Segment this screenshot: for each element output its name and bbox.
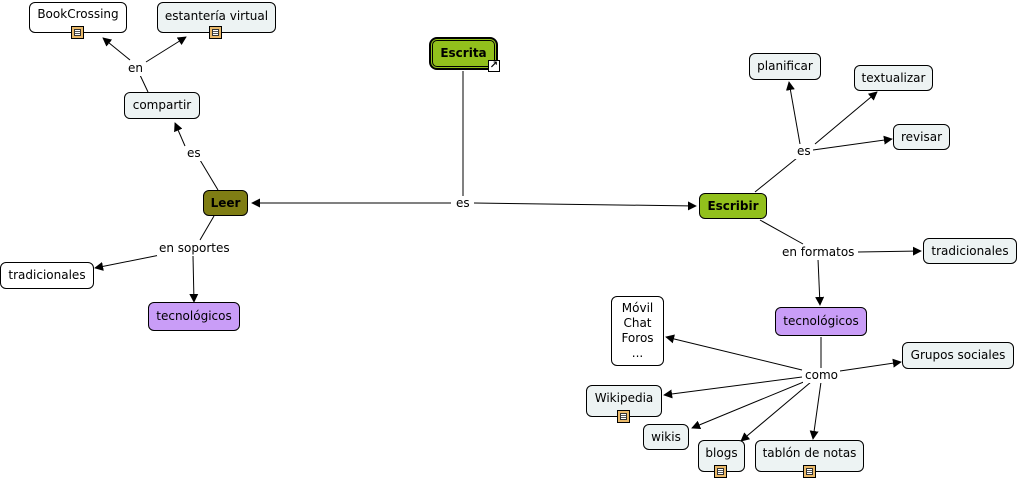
concept-wikis[interactable]: wikis — [643, 424, 689, 450]
concept-revisar-label: revisar — [900, 129, 943, 144]
concept-textualizar[interactable]: textualizar — [854, 65, 933, 91]
link-label-en-soportes: en soportes — [157, 241, 232, 256]
edge-leer-ensoportes — [199, 215, 215, 241]
concept-grupos-sociales[interactable]: Grupos sociales — [902, 342, 1014, 369]
concept-tecnologicos-right[interactable]: tecnológicos — [775, 307, 867, 336]
concept-escribir[interactable]: Escribir — [699, 193, 767, 219]
concept-wikipedia-label: Wikipedia — [594, 391, 654, 405]
concept-planificar-label: planificar — [757, 59, 813, 73]
mobile-list-item: Chat — [623, 316, 652, 330]
link-label-como: como — [803, 368, 840, 383]
concept-tablon-de-notas[interactable]: tablón de notas — [755, 440, 864, 472]
link-label-en-formatos: en formatos — [780, 245, 857, 260]
edge-es-textualizar — [814, 91, 878, 145]
edge-en-estanteria — [145, 36, 187, 63]
concept-tradicionales-left-label: tradicionales — [8, 268, 86, 282]
edge-compartir-en — [139, 74, 149, 93]
mobile-list-item: ... — [631, 346, 644, 360]
link-label-es-center: es — [454, 196, 472, 211]
document-resource-icon[interactable] — [71, 26, 84, 39]
edge-es-revisar — [812, 135, 893, 151]
concept-planificar[interactable]: planificar — [749, 53, 821, 80]
concept-estanteria-virtual-label: estantería virtual — [164, 9, 269, 23]
concept-bookcrossing-label: BookCrossing — [37, 7, 119, 21]
edge-enformatos-tecnologicos — [815, 258, 825, 306]
link-label-es-escribir: es — [795, 144, 813, 159]
concept-compartir-label: compartir — [132, 98, 192, 112]
concept-tablon-de-notas-label: tablón de notas — [762, 446, 857, 460]
edge-es-escribir — [473, 201, 697, 211]
mobile-list-item: Móvil — [621, 301, 654, 315]
mobile-list-item: Foros — [621, 331, 654, 345]
edge-enformatos-tradicionales — [857, 246, 922, 256]
edge-leer-es — [199, 159, 219, 191]
edge-como-grupos — [839, 358, 902, 372]
edge-ensoportes-tecnologicos — [189, 255, 199, 303]
concept-textualizar-label: textualizar — [861, 70, 926, 85]
edge-como-wikis — [691, 380, 807, 430]
document-resource-icon[interactable] — [714, 465, 727, 478]
concept-tecnologicos-left[interactable]: tecnológicos — [148, 302, 240, 331]
edge-es-compartir — [174, 122, 186, 147]
edge-como-blogs — [740, 381, 812, 442]
edge-como-wikipedia — [663, 376, 803, 399]
document-resource-icon[interactable] — [209, 26, 222, 39]
edge-es-planificar — [785, 81, 801, 145]
concept-wikis-label: wikis — [651, 429, 681, 444]
concept-tecnologicos-right-label: tecnológicos — [783, 314, 859, 328]
concept-tecnologicos-left-label: tecnológicos — [156, 309, 232, 323]
document-resource-icon[interactable] — [617, 410, 630, 423]
concept-escrita[interactable]: Escrita — [430, 38, 497, 69]
concept-compartir[interactable]: compartir — [124, 92, 200, 119]
concept-escribir-label: Escribir — [707, 198, 759, 213]
link-label-en-compartir: en — [126, 61, 145, 76]
concept-blogs-label: blogs — [705, 446, 738, 460]
concept-leer-label: Leer — [210, 195, 241, 210]
external-link-arrow-icon[interactable]: ↗ — [488, 60, 500, 72]
link-label-es-leer: es — [185, 146, 203, 161]
document-resource-icon[interactable] — [803, 465, 816, 478]
concept-leer[interactable]: Leer — [203, 190, 248, 216]
edge-como-tablon — [809, 381, 822, 440]
concept-escrita-label: Escrita — [440, 46, 487, 60]
edge-en-bookcrossing — [102, 37, 131, 61]
edge-ensoportes-tradicionales — [94, 254, 161, 271]
edge-escribir-enformatos — [759, 219, 804, 245]
concept-tradicionales-right-label: tradicionales — [931, 243, 1009, 258]
concept-tradicionales-left[interactable]: tradicionales — [0, 262, 94, 289]
edge-como-movil — [665, 334, 803, 371]
concept-mobile-list[interactable]: Móvil Chat Foros ... — [611, 296, 664, 366]
concept-revisar[interactable]: revisar — [893, 124, 950, 150]
edge-escribir-es — [754, 157, 798, 193]
concept-tradicionales-right[interactable]: tradicionales — [923, 238, 1017, 264]
concept-grupos-sociales-label: Grupos sociales — [910, 348, 1006, 362]
